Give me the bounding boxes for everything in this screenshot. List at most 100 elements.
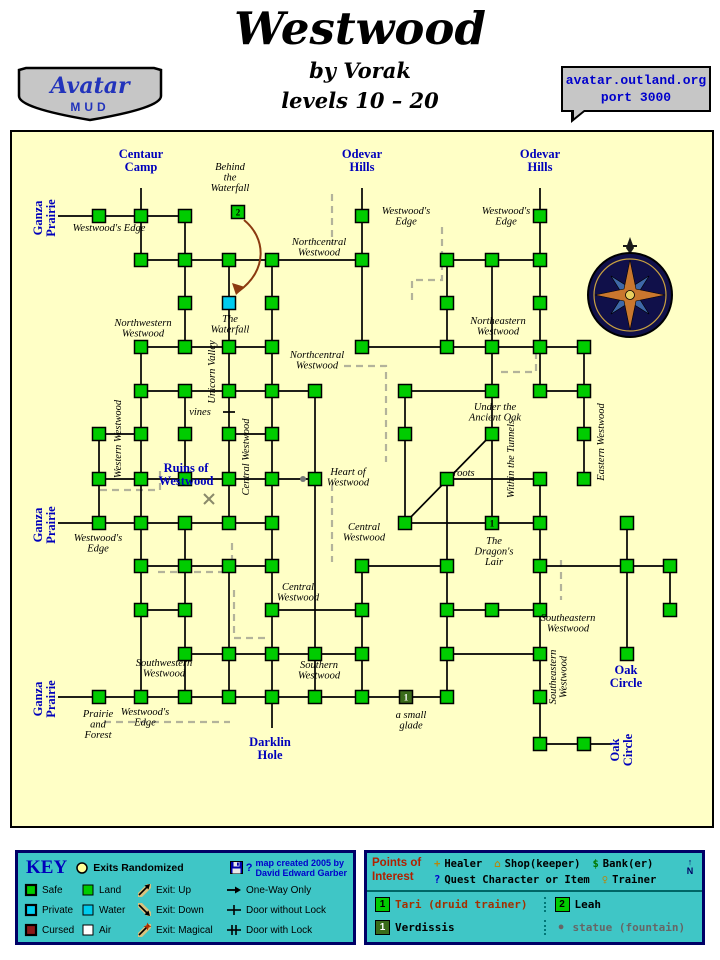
key-label: Exit: Up [156, 884, 192, 896]
exit-up-icon [138, 884, 151, 897]
map-room-d6 [439, 339, 455, 355]
door-with-lock-icon [227, 925, 241, 935]
map-label: Within the Tunnels [506, 420, 517, 498]
map-room-g6 [307, 471, 323, 487]
map-room-k2 [221, 646, 237, 662]
key-label: Exit: Magical [156, 924, 213, 936]
map-room-w2 [230, 204, 246, 220]
map-room-f2 [133, 426, 149, 442]
map-room-h7 [397, 515, 413, 531]
compass-rose-icon [587, 237, 673, 338]
map-room-a5 [532, 208, 548, 224]
exits-randomized-legend: Exits Randomized [75, 861, 184, 875]
poi-entries: 1 Tari (druid trainer) 2 Leah 1 Verdissi… [367, 890, 702, 940]
map-room-g8 [532, 471, 548, 487]
map-room-h1 [91, 515, 107, 531]
cursed-room-icon [24, 923, 38, 937]
map-room-h4 [221, 515, 237, 531]
poi-entry-tari: 1 Tari (druid trainer) [375, 897, 544, 912]
map-room-i6 [439, 558, 455, 574]
map-room-f3 [177, 426, 193, 442]
map-room-b8 [532, 252, 548, 268]
map-room-j5 [439, 602, 455, 618]
room-number: 2 [236, 208, 241, 218]
poi-header-line-1: Points of [372, 857, 422, 869]
poi-entry-label: Leah [574, 898, 602, 911]
server-host: avatar.outland.org [565, 73, 707, 88]
map-room-d8 [532, 339, 548, 355]
map-room-j1 [133, 602, 149, 618]
zone-boundary [501, 338, 538, 374]
map-credit: ? map created 2005 by David Edward Garbe… [229, 858, 347, 878]
map-room-g3 [177, 471, 193, 487]
map-room-d7 [484, 339, 500, 355]
map-room-h3 [177, 515, 193, 531]
map-room-e1 [133, 383, 149, 399]
poi-badge-1-dark: 1 [375, 920, 390, 935]
map-room-c4 [439, 295, 455, 311]
map-room-e8 [532, 383, 548, 399]
map-room-i1 [133, 558, 149, 574]
poi-entry-verdissis: 1 Verdissis [375, 920, 544, 935]
poi-entry-leah: 2 Leah [543, 897, 694, 912]
server-address-box: avatar.outland.org port 3000 [561, 66, 711, 123]
map-room-e2 [177, 383, 193, 399]
key-legend-grid: Safe Land Exit: Up One-Way Only Private [24, 880, 347, 940]
key-item-exit-magical: Exit: Magical [136, 922, 226, 938]
map-room-j7 [532, 602, 548, 618]
map-label: roots [453, 468, 474, 479]
key-item-land: Land [81, 883, 136, 897]
author-byline: by Vorak [309, 58, 411, 83]
zone-boundary [344, 364, 388, 462]
statue-dot-icon: ● [557, 921, 565, 933]
map-room-l1 [91, 689, 107, 705]
quest-icon: ? [434, 874, 441, 886]
map-room-c3 [264, 295, 280, 311]
key-item-private: Private [24, 903, 81, 917]
map-room-g7 [439, 471, 455, 487]
map-room-a3 [177, 208, 193, 224]
map-room-b3 [221, 252, 237, 268]
page-title: Westwood [234, 2, 486, 55]
bank-icon: $ [592, 858, 599, 870]
map-room-l3 [177, 689, 193, 705]
map-room-i9 [662, 558, 678, 574]
north-arrow-icon: ↑ [687, 857, 693, 867]
map-label: OakCircle [608, 733, 635, 766]
floppy-disk-icon [229, 861, 243, 874]
map-label: Eastern Westwood [596, 403, 607, 482]
map-room-c5 [532, 295, 548, 311]
exits-randomized-label: Exits Randomized [93, 861, 184, 874]
key-label: Land [99, 884, 122, 896]
map-room-l6 [307, 689, 323, 705]
map-room-k4 [307, 646, 323, 662]
map-room-l4 [221, 689, 237, 705]
key-label: Water [99, 904, 126, 916]
server-port: port 3000 [600, 90, 672, 105]
map-label: Westwood's Edge [73, 223, 146, 234]
room-number: 1 [404, 693, 409, 703]
map-room-i4 [264, 558, 280, 574]
map-label: SoutheasternWestwood [548, 650, 570, 705]
map-room-b7 [484, 252, 500, 268]
trainer-label: Trainer [612, 874, 657, 886]
poi-entry-label: Verdissis [395, 921, 455, 934]
logo-mud-text: MUD [70, 100, 109, 114]
map-room-k7 [532, 646, 548, 662]
safe-room-icon [24, 883, 38, 897]
air-terrain-icon [82, 924, 94, 936]
map-room-b2 [177, 252, 193, 268]
poi-entry-label: statue (fountain) [572, 921, 686, 934]
key-item-exit-up: Exit: Up [136, 882, 226, 898]
trainer-icon: ♀ [601, 874, 609, 886]
logo-avatar-text: Avatar [48, 73, 131, 99]
